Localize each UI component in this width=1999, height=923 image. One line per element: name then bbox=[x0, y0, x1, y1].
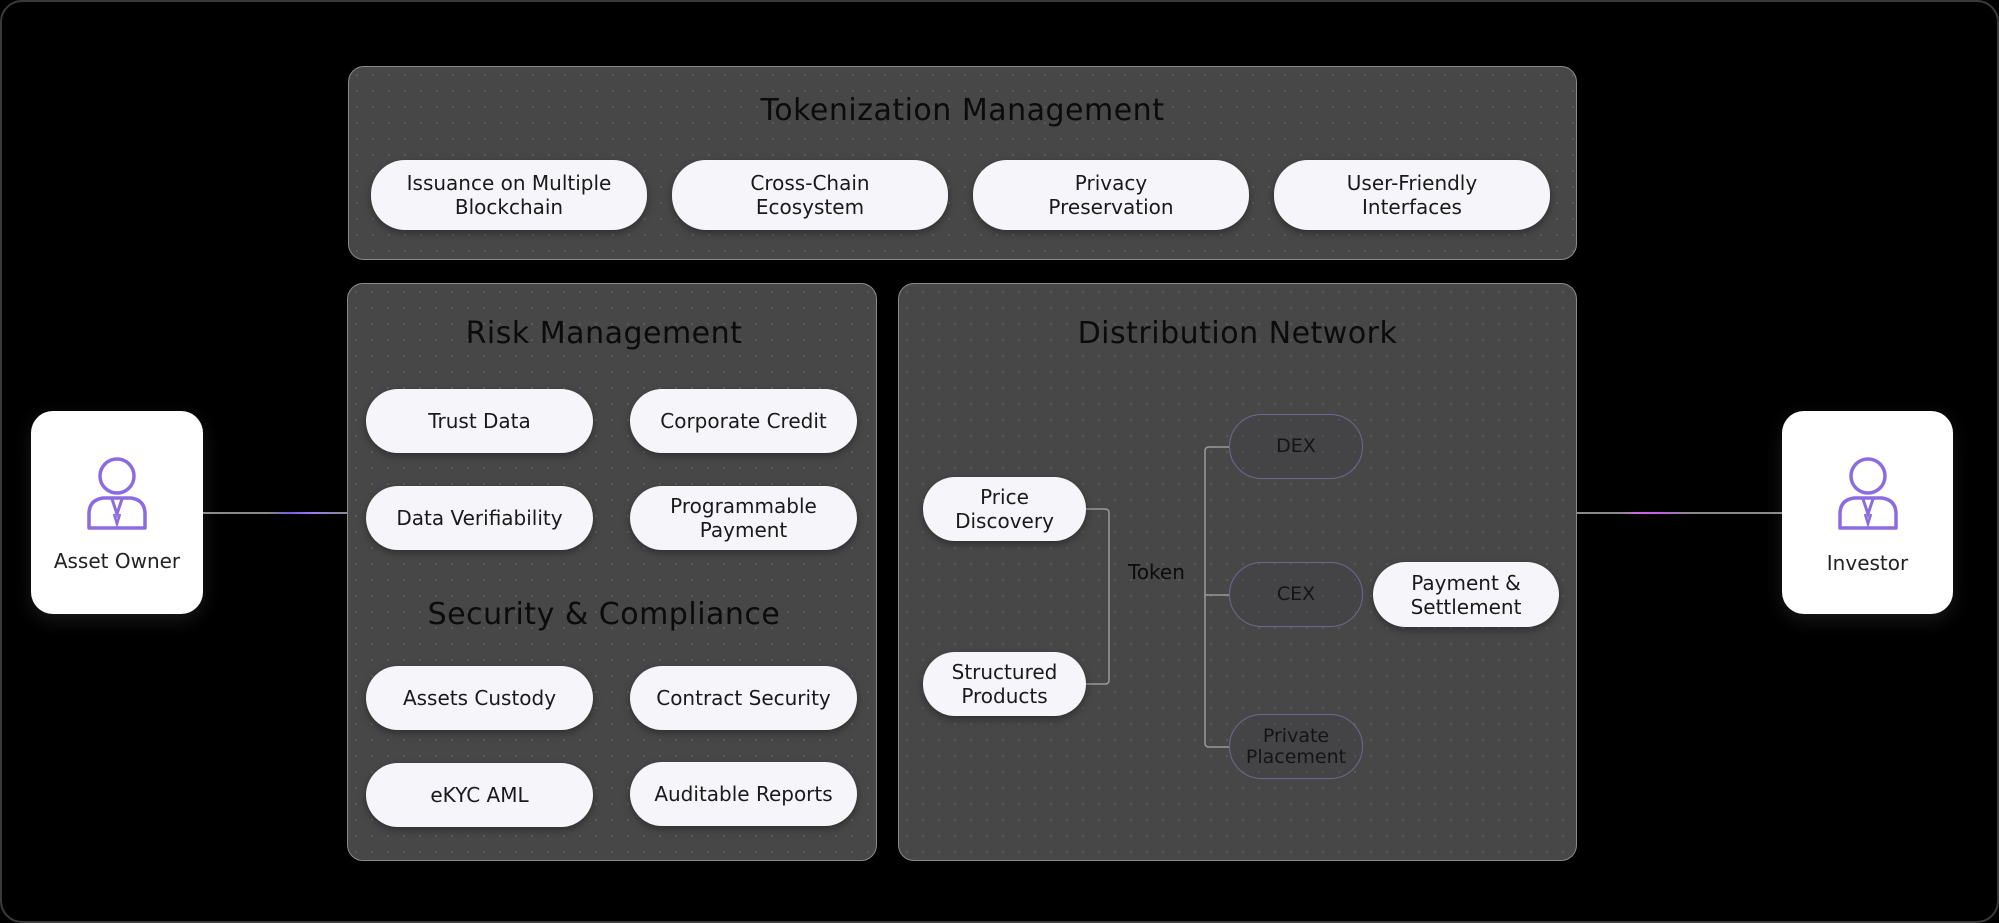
pill-line: Interfaces bbox=[1362, 195, 1462, 219]
risk-management-title: Risk Management bbox=[465, 316, 743, 351]
payment-settlement-pill: Payment &Settlement bbox=[1373, 562, 1559, 627]
investor-card: Investor bbox=[1782, 411, 1953, 614]
person-icon bbox=[1838, 457, 1898, 530]
source-bracket bbox=[1085, 508, 1110, 685]
asset-owner-connector bbox=[202, 512, 348, 514]
ekyc-aml-pill: eKYC AML bbox=[366, 763, 593, 827]
risk-security-panel: Risk Management Trust Data Corporate Cre… bbox=[347, 283, 877, 861]
pill-line: Payment & bbox=[1411, 570, 1521, 595]
pill-line: Price bbox=[980, 485, 1029, 509]
dex-channel: DEX bbox=[1229, 414, 1363, 479]
pill-line: Settlement bbox=[1410, 594, 1522, 619]
tokenization-management-title: Tokenization Management bbox=[760, 93, 1165, 128]
pill-line: Blockchain bbox=[454, 195, 564, 219]
pill-line: Preservation bbox=[1048, 195, 1174, 219]
tokenization-management-panel: Tokenization Management Issuance on Mult… bbox=[348, 66, 1577, 260]
distribution-network-title: Distribution Network bbox=[1077, 316, 1398, 351]
investor-label: Investor bbox=[1826, 551, 1909, 575]
contract-security-pill: Contract Security bbox=[630, 666, 857, 730]
pill-line: Corporate Credit bbox=[660, 409, 827, 433]
pill-line: Ecosystem bbox=[755, 195, 865, 219]
cex-channel: CEX bbox=[1229, 562, 1363, 627]
distribution-connectors bbox=[1085, 446, 1229, 748]
pill-line: Auditable Reports bbox=[654, 782, 833, 806]
channel-line: DEX bbox=[1276, 435, 1316, 457]
person-icon bbox=[87, 457, 147, 530]
assets-custody-pill: Assets Custody bbox=[366, 666, 593, 730]
channel-line: CEX bbox=[1276, 583, 1316, 605]
token-label: Token bbox=[1128, 560, 1185, 584]
channel-line: Private bbox=[1262, 724, 1330, 747]
pill-line: Cross-Chain bbox=[750, 171, 870, 195]
trust-data-pill: Trust Data bbox=[366, 389, 593, 453]
security-compliance-title: Security & Compliance bbox=[427, 597, 781, 632]
corporate-credit-pill: Corporate Credit bbox=[630, 389, 857, 453]
pill-line: Payment bbox=[699, 518, 788, 542]
pill-line: Data Verifiability bbox=[396, 506, 563, 530]
pill-line: Contract Security bbox=[656, 686, 831, 710]
pill-line: Products bbox=[961, 684, 1048, 708]
channel-line: Placement bbox=[1245, 745, 1347, 768]
data-verifiability-pill: Data Verifiability bbox=[366, 486, 593, 550]
pill-line: Issuance on Multiple bbox=[406, 171, 612, 195]
pill-line: Programmable bbox=[670, 494, 817, 518]
auditable-reports-pill: Auditable Reports bbox=[630, 762, 857, 826]
pill-line: eKYC AML bbox=[430, 783, 529, 807]
pill-line: User-Friendly bbox=[1346, 171, 1478, 195]
asset-owner-card: Asset Owner bbox=[31, 411, 203, 614]
investor-connector bbox=[1576, 512, 1782, 514]
pill-line: Privacy bbox=[1074, 171, 1148, 195]
pill-line: Structured bbox=[951, 660, 1058, 684]
pill-line: Discovery bbox=[955, 509, 1054, 533]
pill-line: Trust Data bbox=[428, 409, 531, 433]
asset-owner-label: Asset Owner bbox=[53, 549, 181, 573]
channel-bracket bbox=[1204, 446, 1229, 748]
pill-line: Assets Custody bbox=[402, 686, 557, 710]
